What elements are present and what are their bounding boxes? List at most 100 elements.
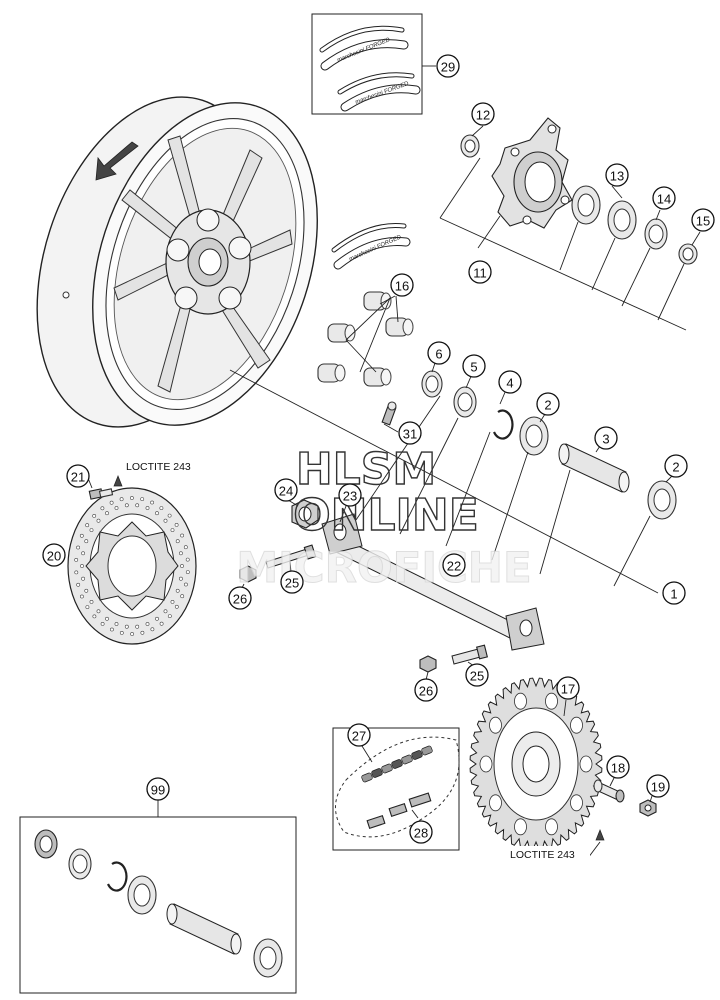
sprocket-hole: [514, 692, 527, 710]
disc-hole: [96, 609, 101, 614]
svg-text:17: 17: [561, 682, 575, 697]
assembly-axis-line: [229, 369, 659, 594]
disc-hole: [105, 511, 109, 516]
svg-text:16: 16: [395, 279, 409, 294]
disc-hole: [124, 624, 129, 629]
cush-dampers: [317, 291, 414, 387]
loctite-note-left: LOCTITE 243: [126, 461, 191, 473]
chain-link: [361, 772, 373, 783]
disc-hole: [185, 557, 190, 562]
disc-hole: [174, 604, 179, 609]
brake-disc-20: [67, 487, 197, 645]
callout-22: 22: [442, 553, 466, 577]
seal-5: [453, 386, 477, 418]
disc-hole: [140, 630, 145, 635]
leader-23: [339, 505, 347, 523]
master-link-28: [366, 792, 432, 829]
svg-text:24: 24: [279, 484, 293, 499]
kit-bearing-left: [127, 875, 157, 915]
svg-text:19: 19: [651, 780, 665, 795]
disc-hole: [170, 528, 175, 533]
chain-box: [332, 727, 460, 851]
disc-hole: [89, 528, 94, 533]
callout-2b: 2: [664, 454, 688, 478]
sprocket-stud-18: [593, 779, 625, 803]
disc-hole: [174, 523, 179, 527]
loctite-drop-icon: [113, 475, 123, 487]
svg-text:2: 2: [544, 398, 551, 413]
disc-hole: [180, 594, 185, 599]
disc-hole: [178, 551, 183, 556]
valve-stem-31: [381, 401, 397, 426]
svg-text:26: 26: [419, 684, 433, 699]
svg-text:22: 22: [447, 559, 461, 574]
decal-kit-box: [311, 13, 423, 115]
disc-hole: [155, 616, 159, 621]
adjuster-nut-26-right: [419, 655, 437, 673]
bearing-13b: [607, 200, 637, 240]
callout-11: 11: [468, 260, 492, 284]
kit-seal: [68, 848, 92, 880]
svg-text:5: 5: [470, 360, 477, 375]
kit-spacer: [34, 829, 58, 859]
svg-text:25: 25: [285, 576, 299, 591]
svg-text:11: 11: [473, 266, 487, 281]
damper-leaders: [345, 295, 399, 373]
leader-18: [609, 777, 615, 787]
disc-hole: [163, 518, 168, 523]
loctite-note-right: LOCTITE 243: [510, 849, 575, 861]
sprocket-hole: [545, 818, 558, 836]
callout-23: 23: [338, 483, 362, 507]
callout-21: 21: [66, 464, 90, 488]
rear-sprocket-17: [469, 677, 603, 851]
callout-29: 29: [436, 54, 460, 78]
circlip-4: [492, 409, 514, 440]
watermark-line-3: MICROFICHE: [236, 543, 531, 592]
chain-link: [421, 745, 433, 756]
disc-hole: [175, 588, 180, 593]
leader-28: [411, 809, 419, 819]
disc-hole: [170, 600, 175, 604]
callout-15: 15: [691, 208, 715, 232]
sprocket-hole: [489, 794, 502, 812]
disc-hole: [140, 497, 145, 502]
chain-loop: [335, 736, 460, 838]
callout-31: 31: [398, 421, 422, 445]
svg-text:31: 31: [403, 427, 417, 442]
disc-hole: [105, 616, 109, 621]
loctite-drop-icon-right: [595, 829, 605, 841]
disc-hole: [76, 545, 81, 550]
rotation-direction-arrow-icon: [95, 141, 139, 181]
sprocket-carrier: [491, 117, 573, 229]
svg-text:13: 13: [610, 169, 624, 184]
disc-hole: [110, 627, 114, 632]
disc-hole: [155, 511, 159, 516]
disc-hole: [92, 614, 97, 619]
watermark-line-1: HLSM: [296, 444, 436, 495]
chain-27: [361, 745, 433, 783]
disc-hole: [130, 632, 135, 636]
svg-text:2: 2: [672, 460, 679, 475]
rim-decal-stripe: marchesini FORGED: [331, 223, 411, 270]
disc-hole: [79, 533, 84, 538]
chain-link: [411, 750, 423, 760]
adjuster-bolt-25-left: [265, 544, 317, 569]
callout-20: 20: [42, 543, 66, 567]
callout-27: 27: [347, 723, 371, 747]
disc-hole: [119, 631, 124, 635]
leader-19: [649, 795, 653, 803]
sprocket-hole: [570, 716, 583, 734]
disc-hole: [183, 545, 188, 550]
sprocket-hole: [579, 755, 593, 773]
callout-24: 24: [274, 478, 298, 502]
disc-hole: [167, 513, 172, 518]
svg-text:99: 99: [151, 783, 165, 798]
callout-3: 3: [594, 426, 618, 450]
callout-12: 12: [471, 102, 495, 126]
disc-hole: [185, 570, 190, 575]
disc-hole: [167, 614, 172, 619]
axle-nut-24: [291, 499, 319, 529]
sprocket-hole: [514, 818, 527, 836]
svg-text:3: 3: [602, 432, 609, 447]
leader-25-left: [289, 561, 292, 573]
